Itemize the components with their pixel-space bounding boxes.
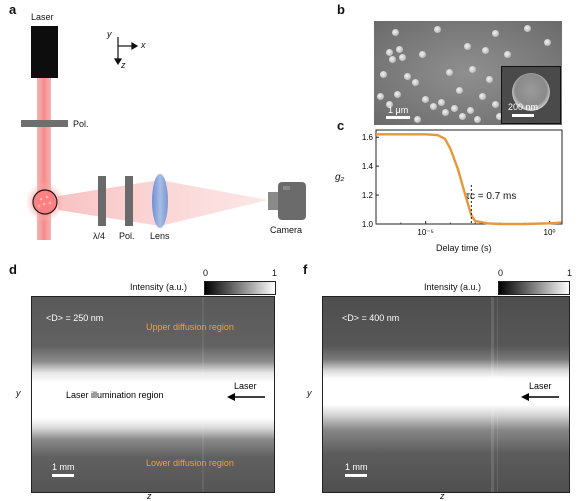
g2-ytick-label-2: 1.4 [362,162,374,171]
quarter-wave-plate [98,176,106,226]
map-d-laser-arrow [227,393,265,401]
map-d-title: Intensity (a.u.) [130,282,188,292]
map-f-diameter: <D> = 400 nm [342,313,400,323]
g2-chart: 1.0 1.2 1.4 1.6 10⁻⁵ 10⁰ [362,129,563,237]
g2-xtick-label-0: 10⁻⁵ [417,228,433,237]
map-d-lower-region: Lower diffusion region [146,458,234,468]
g2-curve [376,133,562,226]
g2-plot-frame [375,129,563,225]
g2-ytick-label-3: 1.6 [362,133,374,142]
g2-xtick-label-1: 10⁰ [544,228,556,237]
polarizer-bottom [125,176,133,226]
map-d-cbar-max: 1 [272,268,278,278]
lens-label: Lens [150,231,170,241]
sem-inset: 200 nm [501,66,561,124]
map-d-scale-bar [52,474,74,477]
inset-scale-label: 200 nm [508,102,539,112]
panel-label-b: b [337,2,345,17]
map-d-upper-region: Upper diffusion region [146,322,234,332]
map-f-cbar-min: 0 [498,268,504,278]
map-d-axis-y: y [16,388,21,398]
map-f-image: <D> = 400 nm Laser 1 mm [322,296,570,493]
polarizer-top [21,120,68,127]
g2-ytick-label-1: 1.2 [362,191,374,200]
axis-x-label: x [141,40,146,50]
laser-label: Laser [31,12,54,22]
map-f-colorbar [498,281,570,295]
panel-label-c: c [337,118,345,133]
map-f-cbar-max: 1 [567,268,573,278]
axis-z-label: z [121,60,126,70]
map-d-cbar-min: 0 [203,268,209,278]
map-f-laser-arrow [521,393,559,401]
sample-cell [32,189,58,215]
map-f-axis-y: y [307,388,312,398]
map-d-axis-z: z [147,491,152,501]
lens-element [152,174,168,228]
map-f-laser-label: Laser [529,381,552,391]
setup-diagram [21,26,306,240]
sem-scale-label: 1 μm [388,105,409,115]
laser-box [31,26,58,78]
panel-label-d: d [9,262,17,277]
panel-label-f: f [303,262,308,277]
map-f-title: Intensity (a.u.) [424,282,482,292]
map-d-laser-label: Laser [234,381,257,391]
polarizer-bottom-label: Pol. [119,231,135,241]
camera-label: Camera [270,225,303,235]
map-d-scale-label: 1 mm [52,462,75,472]
sem-scale-bar [386,116,410,119]
g2-xlabel: Delay time (s) [436,243,492,253]
map-f-scale-label: 1 mm [345,462,368,472]
inset-scale-bar [512,114,534,117]
g2-ylabel: g₂ [335,172,345,183]
map-d-center-region: Laser illumination region [66,390,164,400]
map-d-colorbar [204,281,276,295]
camera-lens-barrel [268,192,280,210]
polarizer-top-label: Pol. [73,119,89,129]
camera-body [278,182,306,220]
panel-label-a: a [9,2,17,17]
map-f-scale-bar [345,474,367,477]
g2-annotation: τc = 0.7 ms [466,191,517,202]
quarter-wave-label: λ/4 [93,231,106,241]
axis-y-label: y [107,29,112,39]
map-d-image: <D> = 250 nm Upper diffusion region Lase… [31,296,275,493]
g2-ytick-label-0: 1.0 [362,220,374,229]
map-f-axis-z: z [440,491,445,501]
sem-image: 200 nm 1 μm [374,21,562,125]
map-d-diameter: <D> = 250 nm [46,313,104,323]
